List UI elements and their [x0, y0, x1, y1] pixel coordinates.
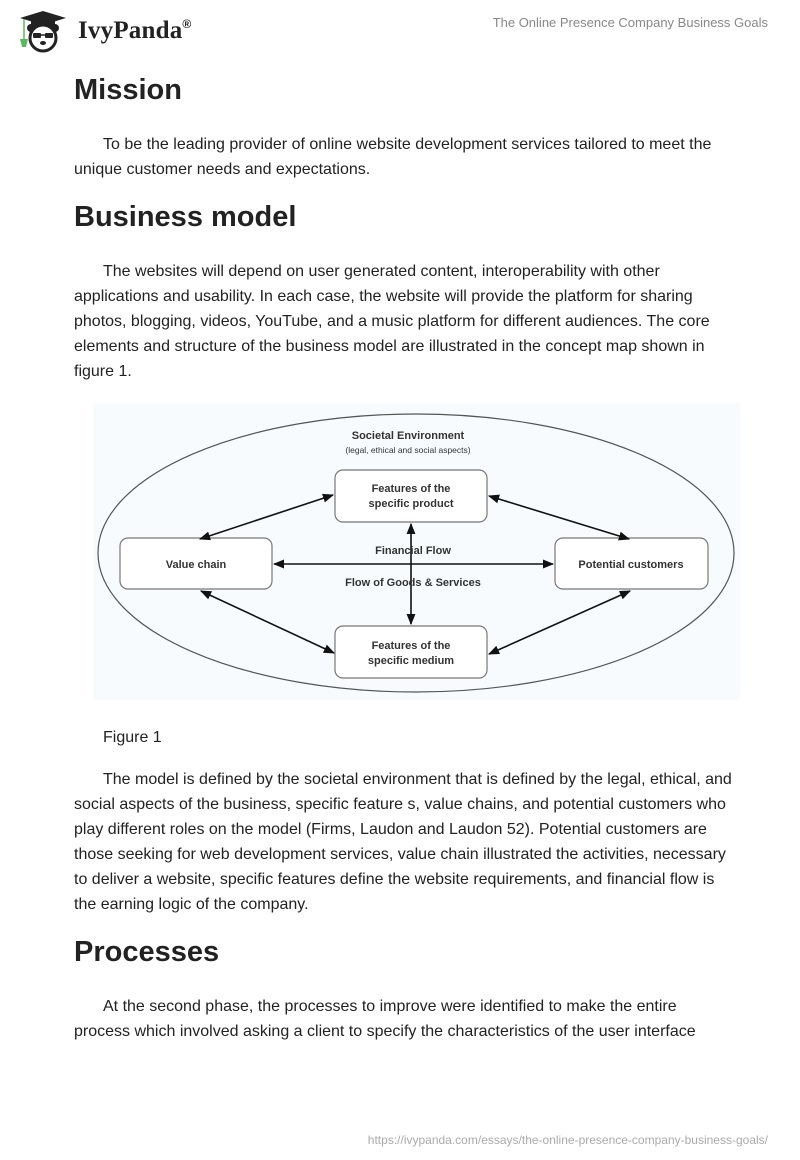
section-heading-processes: Processes: [74, 936, 220, 968]
processes-paragraph: At the second phase, the processes to im…: [74, 998, 696, 1040]
svg-text:Potential customers: Potential customers: [578, 559, 683, 571]
section-heading-business-model: Business model: [74, 201, 297, 233]
page-header: IvyPanda® The Online Presence Company Bu…: [0, 0, 800, 60]
arrow-product-customers: [487, 494, 631, 541]
business-model-paragraph-2: The model is defined by the societal env…: [74, 771, 732, 913]
business-model-paragraph-1: The websites will depend on user generat…: [74, 263, 710, 380]
financial-flow-label: Financial Flow: [375, 545, 451, 557]
environment-subtitle: (legal, ethical and social aspects): [345, 445, 470, 455]
node-value-chain: Value chain: [119, 537, 273, 590]
arrow-valuechain-medium: [199, 590, 336, 654]
mission-paragraph: To be the leading provider of online web…: [74, 136, 712, 178]
svg-text:specific medium: specific medium: [368, 655, 454, 667]
arrow-product-valuechain: [198, 493, 335, 541]
brand-logo[interactable]: IvyPanda®: [16, 9, 191, 53]
svg-text:specific product: specific product: [369, 498, 454, 510]
concept-map-figure: Societal Environment (legal, ethical and…: [93, 403, 740, 700]
registered-mark: ®: [182, 17, 192, 31]
source-url[interactable]: https://ivypanda.com/essays/the-online-p…: [367, 1133, 768, 1147]
svg-text:Value chain: Value chain: [166, 559, 227, 571]
goods-flow-label: Flow of Goods & Services: [345, 577, 481, 589]
arrow-customers-medium: [487, 590, 632, 655]
node-specific-product: Features of the specific product: [334, 469, 488, 523]
figure-caption: Figure 1: [103, 729, 162, 746]
societal-environment-ellipse: [97, 413, 735, 693]
panda-graduate-icon: [16, 9, 74, 53]
svg-text:Features of the: Features of the: [372, 483, 451, 495]
document-title: The Online Presence Company Business Goa…: [492, 15, 768, 30]
environment-title: Societal Environment: [352, 430, 465, 442]
svg-text:Features of the: Features of the: [372, 640, 451, 652]
concept-map-diagram: Societal Environment (legal, ethical and…: [97, 413, 735, 693]
node-specific-medium: Features of the specific medium: [334, 625, 488, 679]
section-heading-mission: Mission: [74, 74, 182, 106]
brand-name: IvyPanda®: [78, 17, 192, 44]
node-potential-customers: Potential customers: [554, 537, 709, 590]
